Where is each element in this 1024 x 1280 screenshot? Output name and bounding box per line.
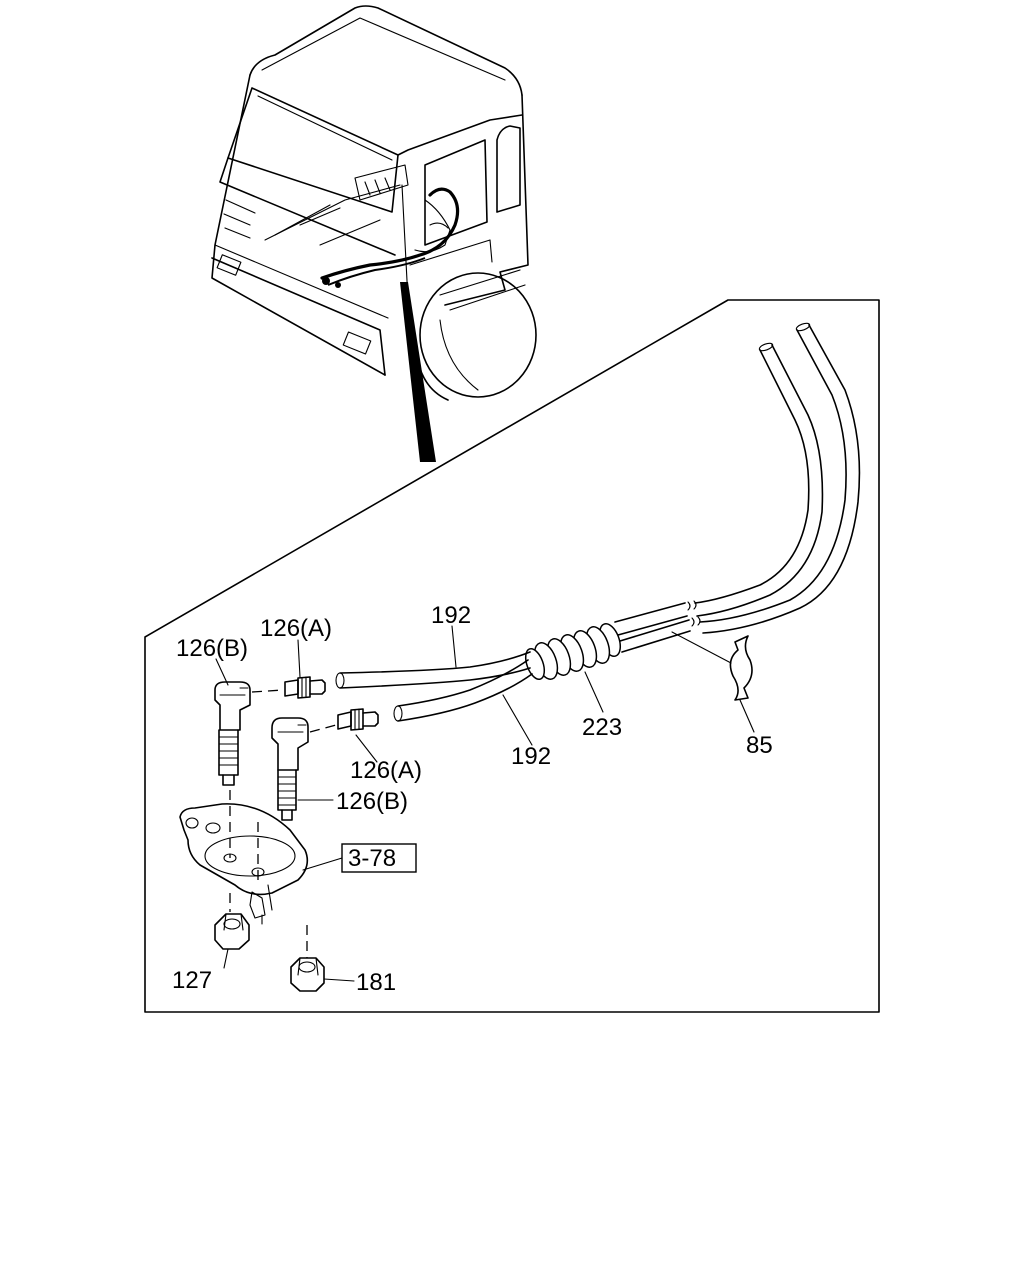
nozzle-126b-left	[214, 681, 251, 786]
leader-lines	[215, 625, 755, 982]
nozzle-126b-right	[271, 717, 309, 821]
spacer-181	[290, 957, 325, 992]
label-3-78: 3-78	[348, 845, 396, 872]
reference-box	[341, 843, 417, 873]
corrugated-protector	[524, 622, 622, 681]
connector-126a-lower	[337, 708, 379, 731]
label-85: 85	[746, 732, 773, 759]
detail-frame	[144, 299, 880, 1013]
callout-labels: 192 192 126(A) 126(A) 126(B) 126(B) 223 …	[172, 602, 773, 996]
alignment-lines	[229, 689, 337, 958]
bracket-3-78	[179, 803, 309, 925]
label-181: 181	[356, 969, 396, 996]
label-192-lower: 192	[511, 743, 551, 770]
label-127: 127	[172, 967, 212, 994]
label-126a-upper: 126(A)	[260, 615, 332, 642]
nut-127	[214, 913, 250, 950]
hoses	[335, 322, 861, 722]
label-126a-lower: 126(A)	[350, 757, 422, 784]
label-126b-lower: 126(B)	[336, 788, 408, 815]
truck-cab-illustration	[211, 5, 537, 462]
connector-126a-upper	[284, 676, 326, 699]
label-126b-upper: 126(B)	[176, 635, 248, 662]
label-192-upper: 192	[431, 602, 471, 629]
clip-85	[729, 635, 753, 701]
label-223: 223	[582, 714, 622, 741]
